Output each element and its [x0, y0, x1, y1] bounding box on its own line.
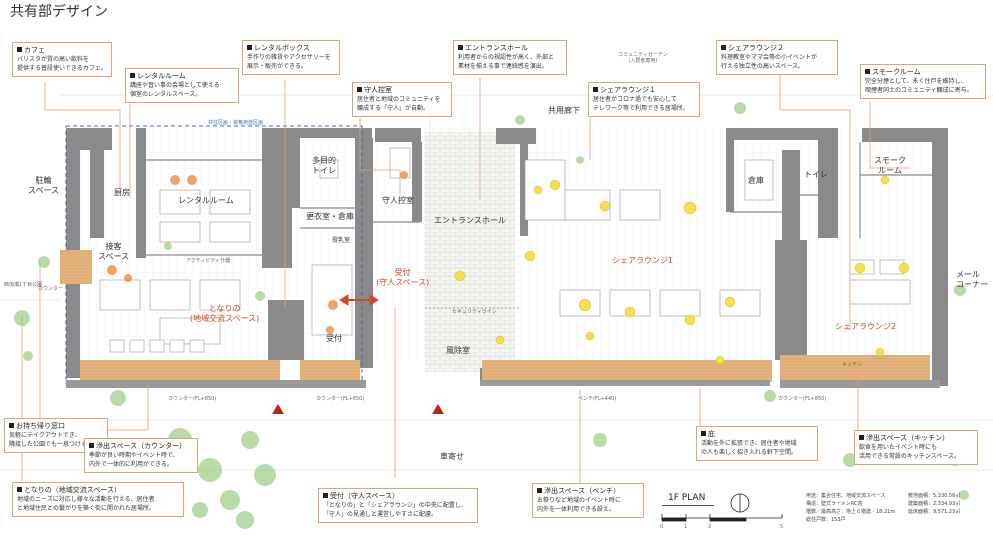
callout-eaves: 庇 活動を外に拡張でき、居住者や地域 の人も楽しく招き入れる軒下空間。: [696, 426, 818, 461]
callout-reception-title: 受付（守人スペース）: [323, 492, 473, 501]
callout-cafe: カフェ バリスタが質の高い飲料を 提供する普段使いできるカフェ。: [12, 42, 112, 77]
room-reception-manager-space: 受付 (守人スペース): [376, 268, 430, 287]
room-share-lounge-2: シェアラウンジ2: [835, 322, 897, 331]
callout-spill-counter: 滲出スペース（カウンター） 季節が良い時期やイベント時で、 内外で一体的に利用が…: [84, 438, 198, 473]
callout-reception-body: 「となりの」と「シェアラウンジ」の中央に配置し、 「守人」の見通しと運営しやすさ…: [323, 502, 467, 518]
callout-rental-box-body: 手作りの雑貨やアクセサリーを 展示・販売ができる。: [247, 54, 331, 70]
callout-rental-room-body: 講座や習い事の会場として使える 個室のレンタルスペース。: [130, 82, 220, 98]
room-locker: 更衣室・倉庫: [306, 212, 354, 221]
callout-share-lounge-2: シェアラウンジ２ 料理教室やママ会等の小イベントが 行える独立性の高いスペース。: [716, 40, 838, 75]
label-common-corridor: 共用廊下: [548, 106, 580, 115]
callout-rental-box: レンタルボックス 手作りの雑貨やアクセサリーを 展示・販売ができる。: [242, 40, 340, 75]
callout-entrance-hall-title: エントランスホール: [458, 44, 562, 53]
callout-spill-counter-body: 季節が良い時期やイベント時で、 内外で一体的に利用ができる。: [89, 452, 179, 468]
callout-eaves-body: 活動を外に拡張でき、居住者や地域 の人も楽しく招き入れる軒下空間。: [701, 440, 798, 456]
callout-rental-room: レンタルルーム 講座や習い事の会場として使える 個室のレンタルスペース。: [125, 68, 239, 103]
figures: [107, 171, 408, 334]
entrance-hall-tiles: [425, 132, 515, 372]
scale-tick-2: 2: [708, 524, 712, 530]
label-bench: ベンチ(FL+440): [578, 396, 617, 402]
walls: [66, 128, 948, 386]
callout-entrance-hall-body: 利用者からの視認性が高く、外部と 素材を揃える事で連続感を演出。: [458, 54, 555, 70]
label-activity-fixture: アクティビティ什器: [186, 258, 231, 264]
plan-label-underline: [662, 505, 714, 506]
callout-smoke-room: スモークルーム 完全分煙として、永く住戸を維持し、 喫煙者同士のコミュニティ醸成…: [860, 64, 986, 99]
room-smoke: スモーク ルーム: [874, 156, 906, 175]
entrance-marks: [272, 404, 444, 414]
callout-tonari-title: となりの（地域交流スペース）: [17, 486, 179, 495]
scale-bar: [661, 514, 783, 522]
room-small: 授乳室: [332, 237, 351, 244]
project-info-right: 敷地面積：5,330.56㎡ 建築面積：2,334.93㎡ 延床面積：9,571…: [908, 493, 961, 515]
room-mail-corner: メール コーナー: [956, 270, 988, 289]
callout-spill-bench-body: お祭りなど地域のイベント時に 内外を一体利用できる設え。: [537, 497, 622, 513]
label-counter-1: カウンター(FL+850): [168, 396, 217, 402]
room-entrance-hall: エントランスホール: [434, 216, 506, 225]
callout-spill-kitchen: 滲出スペース（キッチン） 飲食を用いたイベント時にも 活用できる常設のキッチンス…: [854, 430, 978, 465]
callout-share-lounge-1-title: シェアラウンジ１: [593, 86, 695, 95]
north-arrow: [730, 493, 750, 513]
callout-spill-kitchen-body: 飲食を用いたイベント時にも 活用できる常設のキッチンスペース。: [859, 444, 961, 460]
callout-spill-bench: 滲出スペース（ベンチ） お祭りなど地域のイベント時に 内外を一体利用できる設え。: [532, 483, 644, 518]
room-windbreak: 風除室: [446, 346, 470, 355]
label-counter-3: カウンター(FL+850): [778, 396, 827, 402]
callout-manager-room: 守人控室 居住者と地域のコミュニティを 醸成する「守人」が自動。: [352, 82, 452, 117]
project-info-left: 用途：集合住宅、地域交流スペース 構造：壁式ラーメンRC造 階数／最高高さ：地上…: [806, 493, 896, 523]
label-security-line: セキュリティライン: [452, 309, 497, 315]
callout-reception: 受付（守人スペース） 「となりの」と「シェアラウンジ」の中央に配置し、 「守人」…: [318, 488, 478, 523]
eaves-bands: [66, 380, 940, 388]
callout-spill-bench-title: 滲出スペース（ベンチ）: [537, 487, 639, 496]
callout-tonari-body: 地域のニーズに対応し様々な活動を行える、居住者 と地域住民との繋がりを築く街に開…: [17, 496, 155, 512]
callout-spill-counter-title: 滲出スペース（カウンター）: [89, 442, 193, 451]
label-community-garden: コミュニティガーデン (入居者専用): [618, 52, 668, 64]
leader-lines: [21, 72, 910, 483]
scale-tick-1: 1: [684, 524, 688, 530]
room-reception: 受付: [326, 334, 342, 343]
room-share-lounge-1: シェアラウンジ1: [612, 256, 674, 265]
room-manager: 守人控室: [382, 196, 414, 205]
callout-rental-room-title: レンタルルーム: [130, 72, 234, 81]
callout-manager-room-body: 居住者と地域のコミュニティを 醸成する「守人」が自動。: [357, 96, 441, 112]
callout-manager-room-title: 守人控室: [357, 86, 447, 95]
chairs: [454, 175, 910, 365]
callout-smoke-room-body: 完全分煙として、永く住戸を維持し、 喫煙者同士のコミュニティ醸成に寄与。: [865, 78, 973, 94]
label-kitchen-2: キッチン: [842, 362, 863, 368]
page-title: 共有部デザイン: [10, 4, 108, 20]
double-arrow: [339, 294, 379, 306]
callout-rental-box-title: レンタルボックス: [247, 44, 335, 53]
callout-cafe-title: カフェ: [17, 46, 107, 55]
room-storage: 倉庫: [748, 176, 764, 185]
callout-tonari: となりの（地域交流スペース） 地域のニーズに対応し様々な活動を行える、居住者 と…: [12, 482, 184, 517]
scale-tick-0: 0: [660, 524, 664, 530]
room-multipurpose-toilet: 多目的 トイレ: [312, 156, 336, 175]
callout-entrance-hall: エントランスホール 利用者からの視認性が高く、外部と 素材を揃える事で連続感を演…: [453, 40, 567, 75]
label-counter-small: カウンター: [38, 286, 64, 292]
callout-share-lounge-2-title: シェアラウンジ２: [721, 44, 833, 53]
callout-takeout-window-title: お持ち帰り窓口: [9, 422, 103, 431]
callout-smoke-room-title: スモークルーム: [865, 68, 981, 77]
callout-share-lounge-1-body: 居住者がコロナ過でも安心して テレワーク等で利用できる居場所。: [593, 96, 689, 112]
label-west-park: 西加瀬1丁目公園: [4, 282, 43, 288]
label-counter-2: カウンター(FL+850): [316, 396, 365, 402]
callout-eaves-title: 庇: [701, 430, 813, 439]
callout-spill-kitchen-title: 滲出スペース（キッチン）: [859, 434, 973, 443]
label-dashed-zone: 共住区画・資格用途区画: [208, 120, 264, 126]
room-tonari: となりの (地域交流スペース): [190, 304, 260, 323]
wood-counters: [60, 250, 930, 382]
callout-share-lounge-2-body: 料理教室やママ会等の小イベントが 行える独立性の高いスペース。: [721, 54, 818, 70]
callout-cafe-body: バリスタが質の高い飲料を 提供する普段使いできるカフェ。: [17, 56, 107, 72]
room-kitchen: 厨房: [114, 188, 130, 197]
callout-takeout-window-body: 気軽にテイクアウトでき、 隣接した公園でも一息つける。: [9, 432, 94, 448]
partitions: [146, 142, 932, 256]
room-rental-room: レンタルルーム: [178, 196, 234, 205]
scale-tick-5: 5: [780, 524, 784, 530]
callout-share-lounge-1: シェアラウンジ１ 居住者がコロナ過でも安心して テレワーク等で利用できる居場所。: [588, 82, 700, 117]
room-bike-parking: 駐輪 スペース: [28, 176, 60, 195]
label-kurumayose: 車寄せ: [440, 452, 464, 461]
plan-label: 1F PLAN: [668, 493, 706, 503]
room-reception-space: 接客 スペース: [98, 242, 130, 261]
room-toilet: トイレ: [804, 170, 828, 179]
